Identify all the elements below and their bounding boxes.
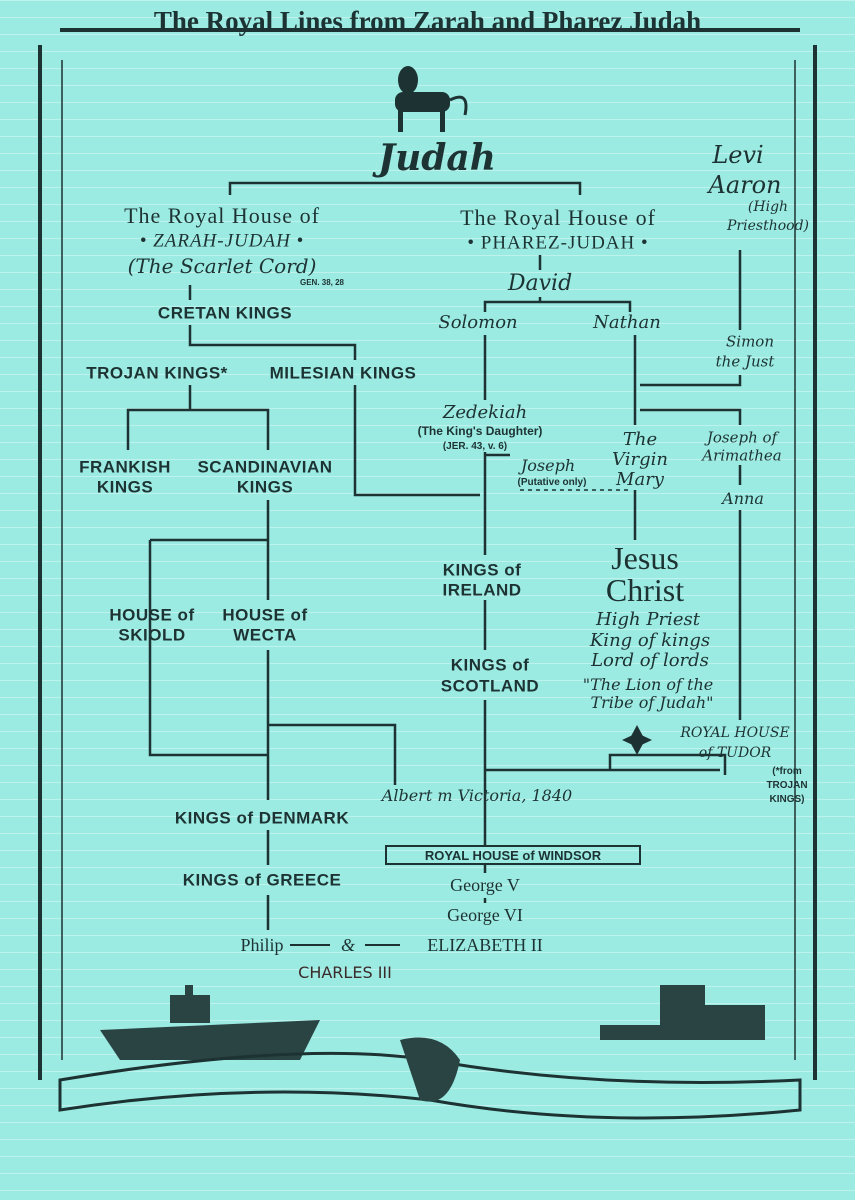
house-skiold-1: HOUSE of xyxy=(109,605,195,625)
virgin-mary-3: Mary xyxy=(616,469,664,490)
kings-daughter: (The King's Daughter) xyxy=(417,424,543,438)
frankish-kings-1: FRANKISH xyxy=(79,457,171,477)
scandinavian-kings-1: SCANDINAVIAN xyxy=(197,457,333,477)
milesian-kings: MILESIAN KINGS xyxy=(269,363,417,383)
trojan-kings: TROJAN KINGS* xyxy=(86,363,228,383)
high-priesthood-2: Priesthood) xyxy=(727,218,809,234)
jeremiah-reference: (JER. 43, v. 6) xyxy=(442,441,508,452)
solomon: Solomon xyxy=(438,312,518,333)
scandinavian-kings-2: KINGS xyxy=(236,477,294,497)
high-priesthood-1: (High xyxy=(747,199,789,215)
tudor-note-1: (*from xyxy=(772,766,802,777)
joseph-of-arimathea-1: Joseph of xyxy=(706,428,778,447)
george-vi: George VI xyxy=(447,905,523,925)
house-wecta-2: WECTA xyxy=(233,625,297,645)
pharez-header-1: The Royal House of xyxy=(460,205,656,230)
kings-of-ireland-1: KINGS of xyxy=(442,560,522,580)
cretan-kings: CRETAN KINGS xyxy=(157,303,293,323)
cross-icon xyxy=(622,725,652,755)
philip: Philip xyxy=(240,935,284,955)
kings-of-ireland-2: IRELAND xyxy=(442,580,522,600)
jesus-2: Christ xyxy=(605,572,685,608)
house-of-tudor-1: ROYAL HOUSE xyxy=(680,725,790,741)
root-judah: Judah xyxy=(378,137,496,179)
joseph: Joseph xyxy=(520,456,576,475)
genesis-reference: GEN. 38, 28 xyxy=(299,278,345,287)
chart-title: The Royal Lines from Zarah and Pharez Ju… xyxy=(153,6,702,36)
kings-of-greece: KINGS of GREECE xyxy=(182,870,342,890)
battleship-illustration xyxy=(100,985,320,1060)
david: David xyxy=(507,271,573,296)
zarah-header-3: (The Scarlet Cord) xyxy=(127,254,317,278)
jesus-title-5: Tribe of Judah" xyxy=(590,693,714,712)
ampersand: & xyxy=(340,935,356,955)
house-wecta-1: HOUSE of xyxy=(222,605,308,625)
jesus-title-1: High Priest xyxy=(596,609,700,630)
jesus-1: Jesus xyxy=(611,540,679,576)
pharez-header-2: • PHAREZ-JUDAH • xyxy=(467,232,649,254)
scroll-border-inner xyxy=(61,60,796,1060)
zarah-header-2: • ZARAH-JUDAH • xyxy=(139,230,305,252)
scroll-border xyxy=(38,28,817,1080)
charles-iii-handwritten: CHARLES III xyxy=(298,963,392,982)
lion-icon xyxy=(395,66,468,132)
royal-house-windsor: ROYAL HOUSE of WINDSOR xyxy=(385,845,641,865)
zarah-header-1: The Royal House of xyxy=(124,203,320,228)
jesus-title-4: "The Lion of the xyxy=(582,675,714,694)
simon-the-just-2: the Just xyxy=(715,352,775,371)
house-skiold-2: SKIOLD xyxy=(118,625,186,645)
elizabeth-ii: ELIZABETH II xyxy=(427,935,543,955)
simon-the-just-1: Simon xyxy=(726,332,774,351)
nathan: Nathan xyxy=(593,312,661,333)
kings-of-denmark: KINGS of DENMARK xyxy=(174,808,350,828)
jesus-title-3: Lord of lords xyxy=(591,650,709,671)
levi: Levi xyxy=(712,141,764,169)
virgin-mary-1: The xyxy=(622,429,658,450)
aaron: Aaron xyxy=(708,171,782,199)
joseph-putative-note: (Putative only) xyxy=(517,477,587,488)
house-of-tudor-2: of TUDOR xyxy=(698,745,772,761)
kings-of-scotland-1: KINGS of xyxy=(450,655,530,675)
zedekiah: Zedekiah xyxy=(442,402,528,423)
george-v: George V xyxy=(450,875,520,895)
joseph-of-arimathea-2: Arimathea xyxy=(702,446,782,465)
anna: Anna xyxy=(722,489,764,508)
jesus-title-2: King of kings xyxy=(589,630,711,651)
windsor-castle-illustration xyxy=(600,985,765,1040)
ribbon-scroll xyxy=(58,1051,802,1120)
albert-victoria: Albert m Victoria, 1840 xyxy=(381,786,573,805)
ribbon-knot xyxy=(400,1037,460,1102)
frankish-kings-2: KINGS xyxy=(96,477,154,497)
tudor-note-3: KINGS) xyxy=(769,794,805,805)
kings-of-scotland-2: SCOTLAND xyxy=(440,676,540,696)
tudor-note-2: TROJAN xyxy=(766,780,808,791)
virgin-mary-2: Virgin xyxy=(612,449,668,470)
